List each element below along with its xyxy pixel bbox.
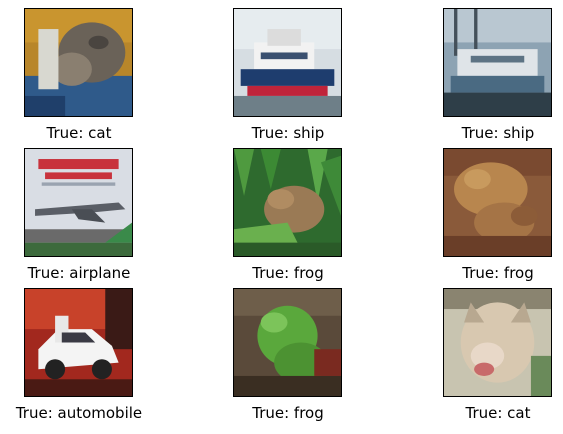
image-thumbnail-airplane <box>24 148 133 257</box>
cat-image <box>444 289 551 396</box>
image-thumbnail-ship <box>443 8 552 117</box>
caption-label: True: ship <box>251 124 325 142</box>
caption-label: True: frog <box>252 404 324 422</box>
ship-image <box>234 9 341 116</box>
frog-image <box>234 149 341 256</box>
caption-label: True: airplane <box>27 264 131 282</box>
automobile-image <box>25 289 132 396</box>
caption-label: True: automobile <box>15 404 143 422</box>
frog-image <box>234 289 341 396</box>
image-thumbnail-frog <box>443 148 552 257</box>
ship-image <box>444 9 551 116</box>
caption-label: True: frog <box>252 264 324 282</box>
image-thumbnail-ship <box>233 8 342 117</box>
caption-label: True: cat <box>46 124 112 142</box>
cat-image <box>25 9 132 116</box>
image-thumbnail-frog <box>233 148 342 257</box>
caption-label: True: frog <box>462 264 534 282</box>
airplane-image <box>25 149 132 256</box>
frog-image <box>444 149 551 256</box>
image-thumbnail-cat <box>24 8 133 117</box>
caption-label: True: ship <box>461 124 535 142</box>
image-thumbnail-frog <box>233 288 342 397</box>
image-thumbnail-automobile <box>24 288 133 397</box>
image-thumbnail-cat <box>443 288 552 397</box>
caption-label: True: cat <box>465 404 531 422</box>
